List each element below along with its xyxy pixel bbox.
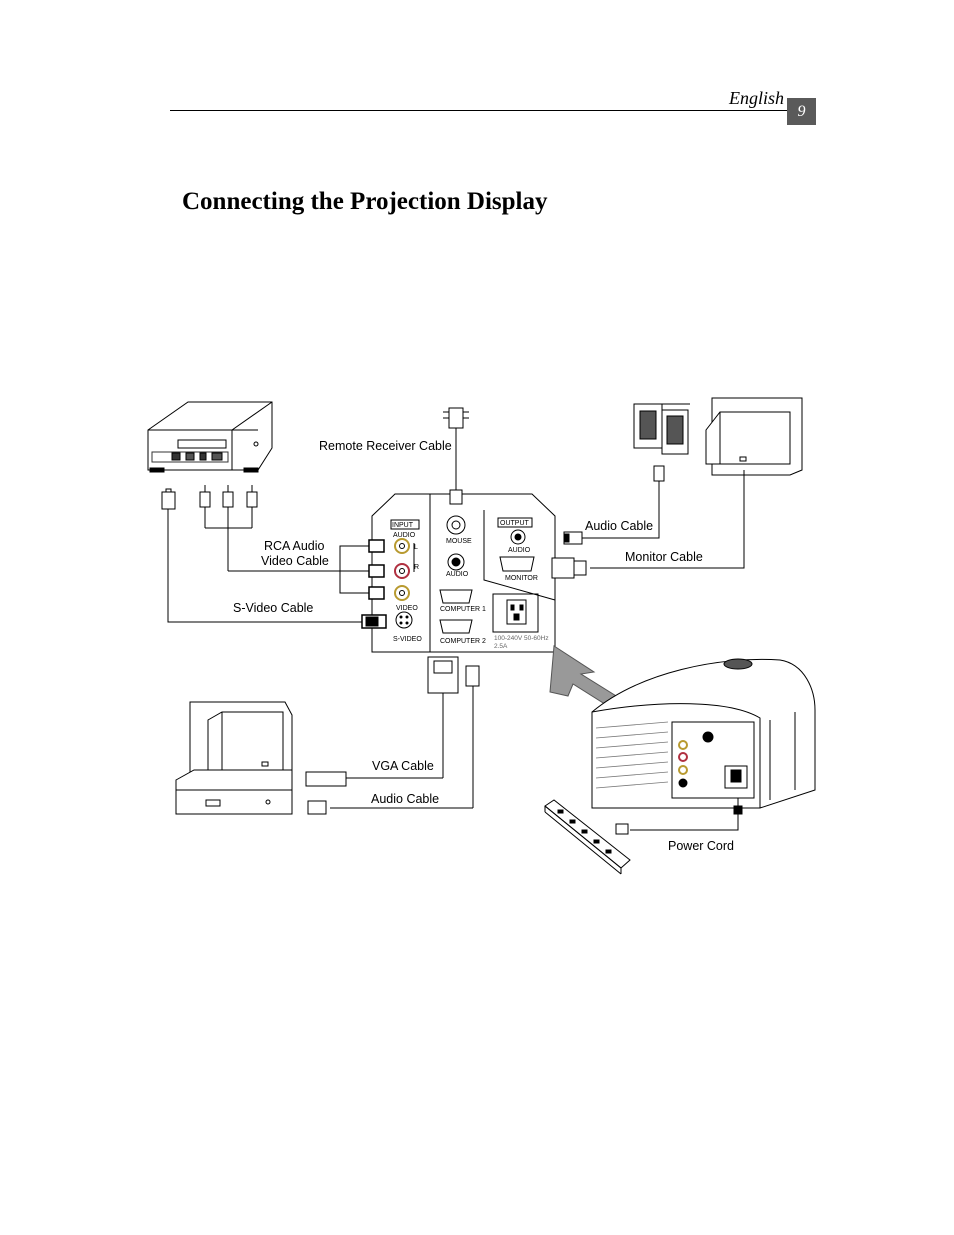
page-number-badge: 9 bbox=[787, 98, 816, 125]
computer-icon bbox=[175, 701, 293, 815]
panel-video-label: VIDEO bbox=[396, 605, 418, 612]
projector-icon bbox=[591, 658, 816, 831]
panel-svideo-label: S-VIDEO bbox=[393, 636, 422, 643]
speakers-icon bbox=[633, 403, 690, 455]
remote-receiver-icon bbox=[443, 407, 469, 505]
label-rca-line2: Video Cable bbox=[261, 554, 329, 568]
connection-panel bbox=[371, 493, 556, 653]
rca-cable-lines bbox=[204, 507, 385, 600]
panel-computer1-label: COMPUTER 1 bbox=[440, 606, 486, 613]
panel-monitor-label: MONITOR bbox=[505, 575, 538, 582]
label-rca-line1: RCA Audio bbox=[264, 539, 325, 553]
label-svideo-cable: S-Video Cable bbox=[233, 601, 313, 615]
panel-output-label: OUTPUT bbox=[500, 520, 530, 527]
panel-power-spec-1: 100-240V 50-60Hz bbox=[494, 635, 549, 642]
label-vga-cable: VGA Cable bbox=[372, 759, 434, 773]
vcr-plugs bbox=[161, 485, 258, 510]
output-cable-lines bbox=[551, 465, 745, 579]
svideo-cable-line bbox=[167, 509, 387, 629]
header-language: English bbox=[729, 88, 785, 108]
label-audio-cable-in: Audio Cable bbox=[371, 792, 439, 806]
panel-r-label: R bbox=[414, 564, 419, 571]
power-strip-icon bbox=[544, 799, 631, 875]
page-title: Connecting the Projection Display bbox=[182, 188, 548, 215]
label-monitor-cable: Monitor Cable bbox=[625, 550, 703, 564]
header-rule bbox=[170, 110, 787, 111]
panel-input-label: INPUT bbox=[392, 522, 414, 529]
label-audio-cable-out: Audio Cable bbox=[585, 519, 653, 533]
panel-audio-in-label: AUDIO bbox=[446, 571, 469, 578]
panel-audio-out-label: AUDIO bbox=[508, 547, 531, 554]
vga-audio-plugs bbox=[305, 656, 480, 815]
panel-audio-label: AUDIO bbox=[393, 532, 416, 539]
panel-l-label: L bbox=[414, 544, 418, 551]
label-power-cord: Power Cord bbox=[668, 839, 734, 853]
panel-mouse-label: MOUSE bbox=[446, 538, 472, 545]
panel-power-spec-2: 2.5A bbox=[494, 643, 508, 650]
label-remote-receiver-cable: Remote Receiver Cable bbox=[319, 439, 452, 453]
vcr-icon bbox=[147, 401, 273, 473]
external-monitor-icon bbox=[705, 397, 803, 476]
panel-computer2-label: COMPUTER 2 bbox=[440, 638, 486, 645]
